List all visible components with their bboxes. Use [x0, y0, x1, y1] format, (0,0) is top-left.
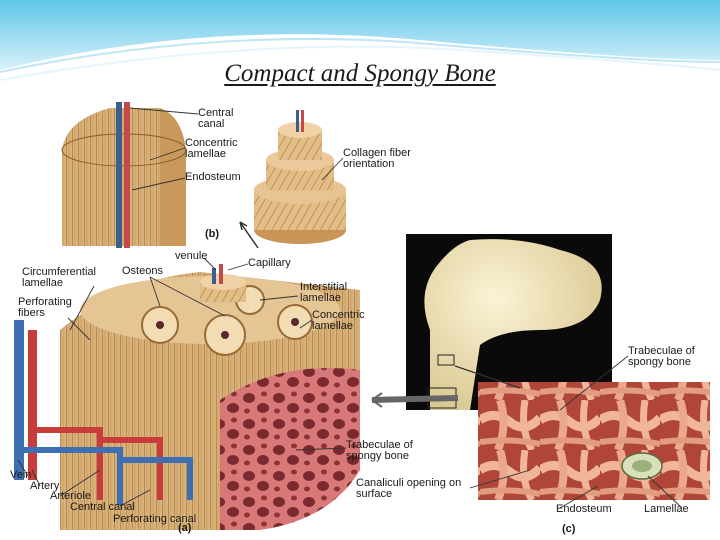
- label-capillary: Capillary: [248, 257, 291, 269]
- label-osteons: Osteons: [122, 265, 163, 277]
- label-venule: venule: [175, 250, 208, 262]
- label-endosteum-bottom: Endosteum: [556, 503, 612, 515]
- leader-lines: [17, 107, 683, 509]
- label-panel-b: (b): [205, 228, 220, 240]
- label-panel-a: (a): [178, 522, 192, 534]
- label-perforating-canal: Perforating canal: [113, 513, 197, 525]
- label-collagen-fiber-orientation: Collagen fiber orientation: [343, 147, 411, 170]
- label-arteriole: Arteriole: [50, 490, 91, 502]
- label-circumferential-lamellae: Circumferential lamellae: [22, 266, 96, 289]
- label-perforating-fibers: Perforating fibers: [18, 296, 72, 319]
- page-title: Compact and Spongy Bone: [224, 60, 496, 87]
- label-endosteum-top: Endosteum: [185, 171, 241, 183]
- label-artery: Artery: [30, 480, 60, 492]
- label-trabeculae-left: Trabeculae of spongy bone: [346, 439, 413, 462]
- label-concentric-lamellae-top: Concentric lamellae: [185, 137, 238, 160]
- compact-bone-block: [14, 264, 360, 530]
- label-central-canal-bottom: Central canal: [70, 501, 135, 513]
- label-vein: Vein: [10, 469, 32, 481]
- label-concentric-lamellae-mid: Concentric lamellae: [312, 309, 365, 332]
- label-panel-c: (c): [562, 523, 576, 535]
- label-trabeculae-right: Trabeculae of spongy bone: [628, 345, 695, 368]
- label-lamellae: Lamellae: [644, 503, 689, 515]
- label-canaliculi-opening: Canaliculi opening on surface: [356, 477, 462, 500]
- collagen-tiers: [254, 110, 346, 244]
- label-interstitial-lamellae: Interstitial lamellae: [300, 281, 348, 304]
- trabeculae-micro-panel: [478, 382, 710, 500]
- femur-photo: [406, 234, 612, 410]
- osteon-cylinder: [61, 102, 187, 248]
- label-central-canal: Central canal: [198, 107, 234, 130]
